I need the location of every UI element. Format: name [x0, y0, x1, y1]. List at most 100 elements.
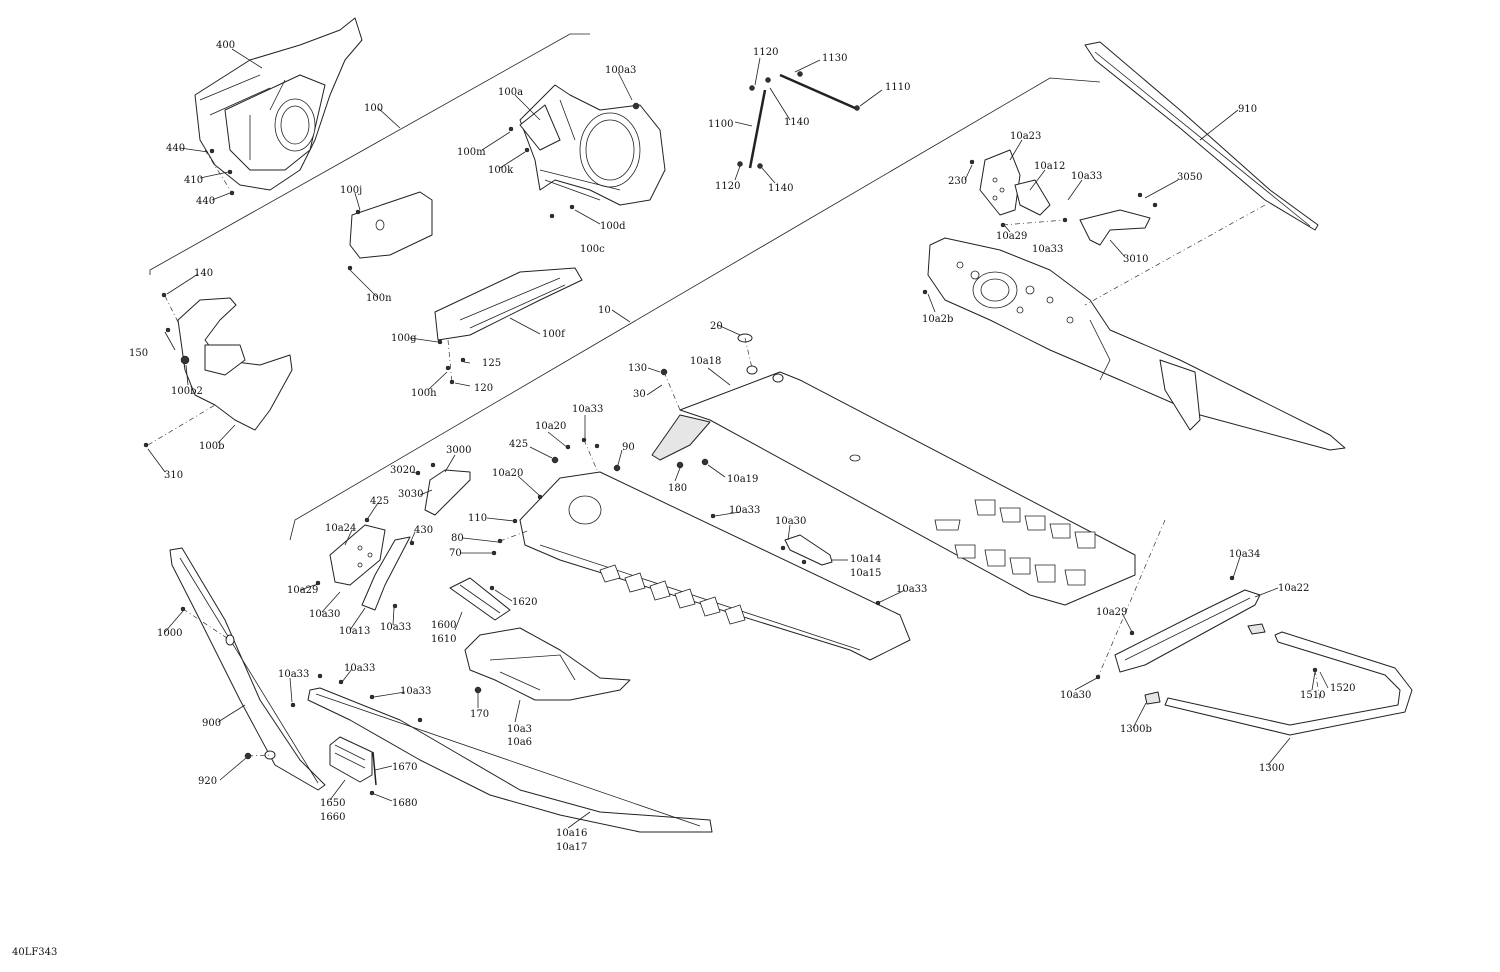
callout-100n: 100n	[366, 293, 392, 304]
callout-100a: 100a	[498, 87, 523, 98]
callout-1140: 1140	[784, 117, 809, 128]
callout-10a33: 10a33	[729, 505, 760, 516]
callout-10a2b: 10a2b	[922, 314, 953, 325]
callout-180: 180	[668, 483, 687, 494]
callout-10a15: 10a15	[850, 568, 881, 579]
callout-1100: 1100	[708, 119, 733, 130]
callout-170: 170	[470, 709, 489, 720]
callout-20: 20	[710, 321, 723, 332]
callout-10a33: 10a33	[1071, 171, 1102, 182]
running-board-10a16	[290, 673, 713, 833]
callout-3020: 3020	[390, 465, 415, 476]
callout-10a20: 10a20	[535, 421, 566, 432]
callout-1610: 1610	[431, 634, 456, 645]
callout-10a33: 10a33	[400, 686, 431, 697]
callout-910: 910	[1238, 104, 1257, 115]
callout-100d: 100d	[600, 221, 626, 232]
callout-10a33: 10a33	[344, 663, 375, 674]
callout-10a33: 10a33	[896, 584, 927, 595]
callout-10: 10	[598, 305, 611, 316]
callout-10a19: 10a19	[727, 474, 758, 485]
callout-120: 120	[474, 383, 493, 394]
callout-10a33: 10a33	[380, 622, 411, 633]
callout-labels: 400100440410440100a3100a100m100k100d100c…	[129, 40, 1355, 853]
callout-10a20: 10a20	[492, 468, 523, 479]
callout-1510: 1510	[1300, 690, 1325, 701]
callout-425: 425	[509, 439, 528, 450]
plate-100j	[347, 191, 433, 271]
callout-425: 425	[370, 496, 389, 507]
rail-910	[1084, 41, 1319, 231]
callout-100h: 100h	[411, 388, 437, 399]
callout-10a6: 10a6	[507, 737, 532, 748]
callout-1140: 1140	[768, 183, 793, 194]
callout-10a23: 10a23	[1010, 131, 1041, 142]
bracket-3000	[415, 462, 471, 516]
callout-900: 900	[202, 718, 221, 729]
callout-10a30: 10a30	[775, 516, 806, 527]
bracket-10a23	[969, 149, 1068, 228]
callout-3000: 3000	[446, 445, 471, 456]
callout-440: 440	[166, 143, 185, 154]
callout-3030: 3030	[398, 489, 423, 500]
callout-3010: 3010	[1123, 254, 1148, 265]
callout-80: 80	[451, 533, 464, 544]
callout-10a30: 10a30	[1060, 690, 1091, 701]
callout-10a29: 10a29	[996, 231, 1027, 242]
callout-1650: 1650	[320, 798, 345, 809]
callout-100b2: 100b2	[171, 386, 203, 397]
callout-1520: 1520	[1330, 683, 1355, 694]
callout-410: 410	[184, 175, 203, 186]
strut-10a13	[361, 536, 415, 611]
callout-310: 310	[164, 470, 183, 481]
callout-440: 440	[196, 196, 215, 207]
callout-30: 30	[633, 389, 646, 400]
callout-100m: 100m	[457, 147, 486, 158]
support-100f	[434, 267, 583, 385]
callout-1300: 1300	[1259, 763, 1284, 774]
callout-10a29: 10a29	[1096, 607, 1127, 618]
frame-100b	[143, 292, 293, 448]
leader-lines	[147, 48, 1329, 829]
foot-step-1650	[329, 736, 377, 796]
callout-1300b: 1300b	[1120, 724, 1152, 735]
bracket-10a22	[1095, 575, 1261, 680]
callout-10a13: 10a13	[339, 626, 370, 637]
link-10a14	[780, 534, 833, 566]
group-line-10	[289, 77, 1101, 541]
diagram-code: 40LF343	[12, 947, 57, 958]
callout-1600: 1600	[431, 620, 456, 631]
callout-1620: 1620	[512, 597, 537, 608]
callout-10a24: 10a24	[325, 523, 356, 534]
callout-1670: 1670	[392, 762, 417, 773]
callout-10a16: 10a16	[556, 828, 587, 839]
callout-10a12: 10a12	[1034, 161, 1065, 172]
callout-1680: 1680	[392, 798, 417, 809]
callout-920: 920	[198, 776, 217, 787]
callout-70: 70	[449, 548, 462, 559]
callout-1660: 1660	[320, 812, 345, 823]
callout-100b: 100b	[199, 441, 225, 452]
callout-1130: 1130	[822, 53, 847, 64]
callout-125: 125	[482, 358, 501, 369]
callout-430: 430	[414, 525, 433, 536]
callout-90: 90	[622, 442, 635, 453]
group-line-100	[149, 33, 590, 275]
callout-110: 110	[468, 513, 487, 524]
frame-100a	[508, 84, 666, 219]
callout-10a18: 10a18	[690, 356, 721, 367]
callout-100a3: 100a3	[605, 65, 636, 76]
callout-10a30: 10a30	[309, 609, 340, 620]
link-1100	[737, 71, 860, 169]
assembly-lines	[147, 149, 1321, 757]
panel-10a18	[651, 333, 1136, 606]
callout-140: 140	[194, 268, 213, 279]
callout-100j: 100j	[340, 185, 362, 196]
plate-1600	[449, 577, 511, 621]
callout-400: 400	[216, 40, 235, 51]
callout-130: 130	[628, 363, 647, 374]
callout-10a29: 10a29	[287, 585, 318, 596]
callout-10a14: 10a14	[850, 554, 881, 565]
callout-230: 230	[948, 176, 967, 187]
